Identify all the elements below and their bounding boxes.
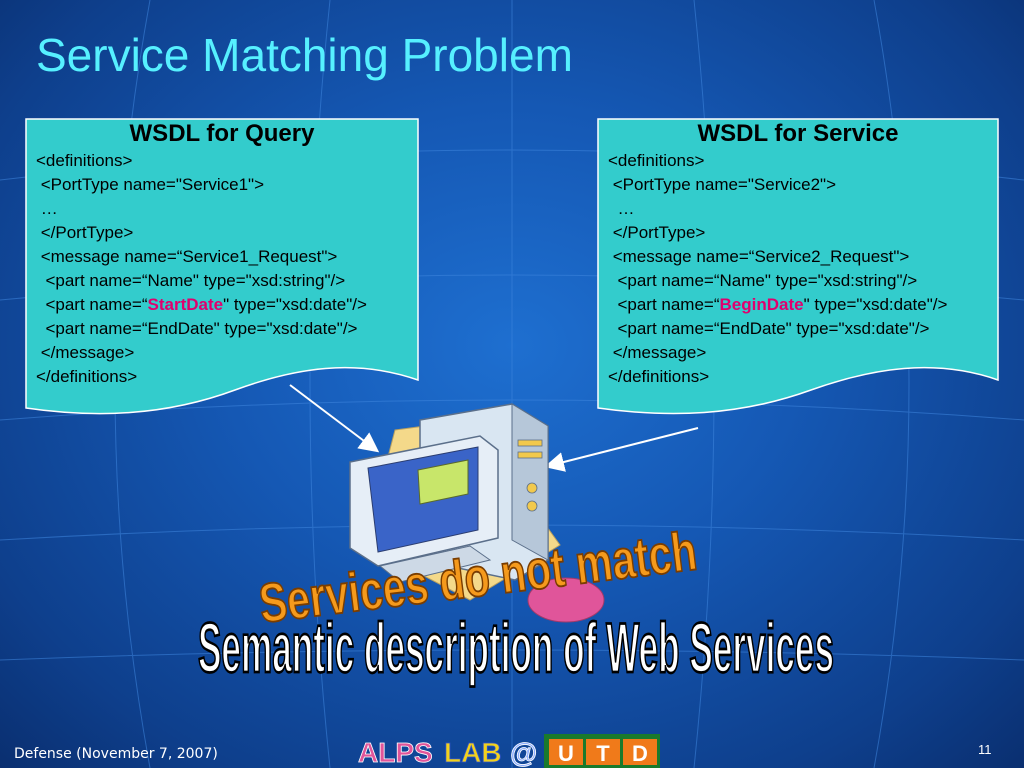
wsdl-query-document: WSDL for Query <definitions> <PortType n… bbox=[25, 118, 419, 418]
highlighted-term: BeginDate bbox=[719, 295, 804, 314]
highlighted-term: StartDate bbox=[147, 295, 224, 314]
code-line: <PortType name="Service2"> bbox=[608, 175, 836, 194]
code-line: <message name=“Service2_Request"> bbox=[608, 247, 910, 266]
code-line: </definitions> bbox=[36, 367, 138, 386]
code-line-highlight: <part name=“StartDate" type="xsd:date"/> bbox=[36, 293, 419, 317]
code-line: </message> bbox=[608, 343, 707, 362]
code-line: </definitions> bbox=[608, 367, 710, 386]
slide-title: Service Matching Problem bbox=[36, 29, 573, 81]
footer-date: Defense (November 7, 2007) bbox=[14, 746, 218, 762]
code-suffix: " type="xsd:date"/> bbox=[803, 295, 948, 314]
code-line: <part name=“Name" type="xsd:string"/> bbox=[36, 271, 346, 290]
code-line: <part name=“EndDate" type="xsd:date"/> bbox=[608, 319, 930, 338]
document-shape bbox=[25, 118, 419, 415]
code-prefix: <part name=“ bbox=[36, 295, 148, 314]
page-number: 11 bbox=[978, 742, 992, 757]
wsdl-service-heading: WSDL for Service bbox=[697, 120, 899, 147]
code-line: <part name=“Name" type="xsd:string"/> bbox=[608, 271, 918, 290]
code-line: <definitions> bbox=[36, 151, 133, 170]
wsdl-query-code: <definitions> <PortType name="Service1">… bbox=[25, 149, 419, 389]
code-line: … bbox=[36, 199, 58, 218]
code-line: <message name=“Service1_Request"> bbox=[36, 247, 338, 266]
code-line: </message> bbox=[36, 343, 135, 362]
code-line: <part name=“EndDate" type="xsd:date"/> bbox=[36, 319, 358, 338]
code-line: … bbox=[608, 199, 635, 218]
code-line: </PortType> bbox=[36, 223, 134, 242]
code-line: <definitions> bbox=[608, 151, 705, 170]
wsdl-service-code: <definitions> <PortType name="Service2">… bbox=[597, 149, 999, 389]
code-line: </PortType> bbox=[608, 223, 706, 242]
code-line: <PortType name="Service1"> bbox=[36, 175, 264, 194]
code-prefix: <part name=“ bbox=[608, 295, 720, 314]
document-shape bbox=[597, 118, 999, 415]
wsdl-query-heading: WSDL for Query bbox=[129, 120, 315, 147]
wsdl-service-document: WSDL for Service <definitions> <PortType… bbox=[597, 118, 999, 418]
code-line-highlight: <part name=“BeginDate" type="xsd:date"/> bbox=[608, 293, 999, 317]
code-suffix: " type="xsd:date"/> bbox=[223, 295, 367, 314]
